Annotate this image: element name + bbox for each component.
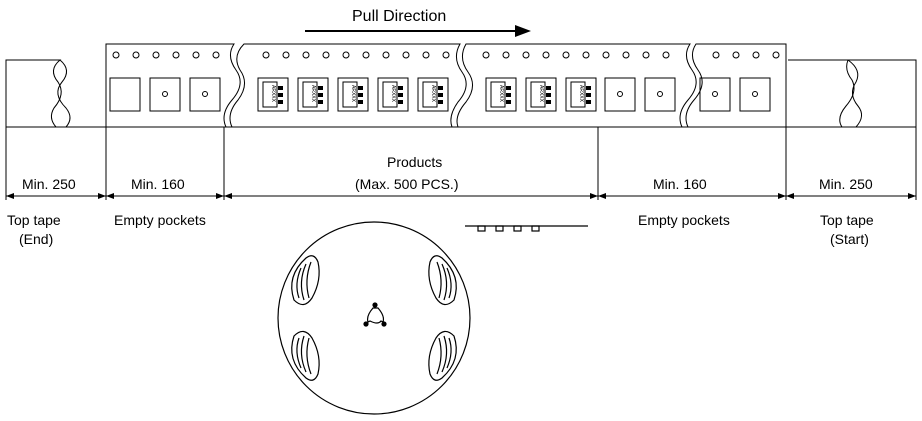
products-max-label: (Max. 500 PCS.) [355,176,458,192]
product-pocket: ARXXX [565,77,597,112]
chip-marking: ARXXX [430,85,436,103]
product-pocket: ARXXX [377,77,409,112]
reel-hub [363,302,387,327]
component-chip [422,81,438,108]
chip-marking: ARXXX [538,85,544,103]
dimension-arrowheads [6,193,916,199]
component-chip [262,81,278,108]
reel-window-bottom-right [428,330,457,381]
reel-window-bottom-left [291,330,320,381]
component-chip [382,81,398,108]
product-pocket: ARXXX [525,77,557,112]
chip-marking: ARXXX [390,85,396,103]
reel-window-top-left [291,255,320,306]
pull-direction-label: Pull Direction [352,8,446,25]
desc-empty-pockets-right: Empty pockets [638,212,730,228]
product-pocket: ARXXX [337,77,369,112]
tape-segment-empty-left [105,43,241,128]
product-pocket: ARXXX [485,77,517,112]
products-label: Products [387,154,442,170]
component-chip [342,81,358,108]
min-label-empty-right: Min. 160 [653,176,707,192]
desc-top-tape-start-1: Top tape [820,212,874,228]
min-label-top-tape-start: Min. 250 [819,176,873,192]
sprocket-holes [112,51,780,59]
min-label-top-tape-end: Min. 250 [22,176,76,192]
chip-marking: ARXXX [310,85,316,103]
product-pocket: ARXXX [257,77,289,112]
dimension-lines [5,127,917,200]
desc-top-tape-end-1: Top tape [7,212,61,228]
component-chip [490,81,506,108]
chip-marking: ARXXX [270,85,276,103]
pull-direction-arrow [305,25,531,37]
component-chip [570,81,586,108]
min-label-empty-left: Min. 160 [131,176,185,192]
product-pockets: ARXXX ARXXX ARXXX ARXXX ARXXX ARXXX ARXXX ARXXX [257,77,597,112]
reel-flange [277,221,471,415]
reel [277,221,588,415]
reel-window-top-right [428,255,457,306]
carrier-tape [5,43,917,128]
chip-marking: ARXXX [578,85,584,103]
product-pocket: ARXXX [417,77,449,112]
desc-top-tape-start-2: (Start) [830,231,869,247]
desc-empty-pockets-left: Empty pockets [114,212,206,228]
component-chip [530,81,546,108]
product-pocket: ARXXX [297,77,329,112]
desc-top-tape-end-2: (End) [19,231,53,247]
empty-pockets [109,77,771,112]
chip-marking: ARXXX [498,85,504,103]
component-chip [302,81,318,108]
chip-marking: ARXXX [350,85,356,103]
tape-segment-top-tape-end [5,59,62,128]
